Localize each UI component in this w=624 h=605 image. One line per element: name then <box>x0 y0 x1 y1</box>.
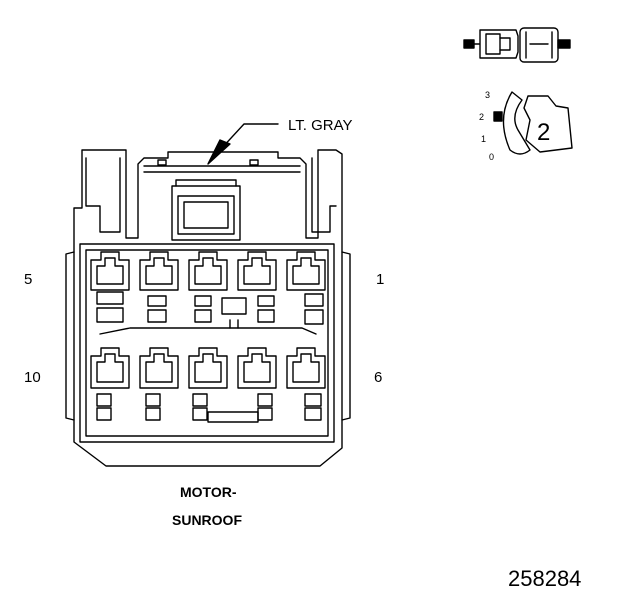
pin-label-top-right: 1 <box>376 271 385 288</box>
cavity-pin-3 <box>188 251 228 323</box>
cavity-row-upper <box>90 251 326 325</box>
cavity-row-lower <box>90 347 326 421</box>
connector-housing <box>65 149 351 467</box>
pin-label-bottom-right: 6 <box>374 369 383 386</box>
key-position-icon: 2 3 2 1 0 <box>479 90 573 162</box>
position-label-1: 1 <box>481 134 486 144</box>
cavity-pin-5 <box>90 251 130 323</box>
cavity-pin-8 <box>188 347 228 421</box>
wire-color-label: LT. GRAY <box>288 117 353 134</box>
position-label-3: 3 <box>485 90 490 100</box>
cavity-pin-6 <box>286 347 326 421</box>
connector-name-line2: SUNROOF <box>172 512 242 528</box>
figure-number: 258284 <box>508 566 582 591</box>
wire-color-leader-arrow <box>207 123 279 165</box>
key-number-label: 2 <box>537 119 550 146</box>
cavity-pin-4 <box>139 251 179 323</box>
connector-name-line1: MOTOR- <box>180 484 237 500</box>
cavity-pin-7 <box>237 347 277 421</box>
cavity-pin-2 <box>237 251 277 323</box>
cavity-pin-10 <box>90 347 130 421</box>
position-label-0: 0 <box>489 152 494 162</box>
pin-label-top-left: 5 <box>24 271 33 288</box>
pin-label-bottom-left: 10 <box>24 369 41 386</box>
connector-side-view-icon <box>463 27 571 63</box>
cavity-pin-9 <box>139 347 179 421</box>
position-label-2: 2 <box>479 112 484 122</box>
cavity-pin-1 <box>286 251 326 325</box>
